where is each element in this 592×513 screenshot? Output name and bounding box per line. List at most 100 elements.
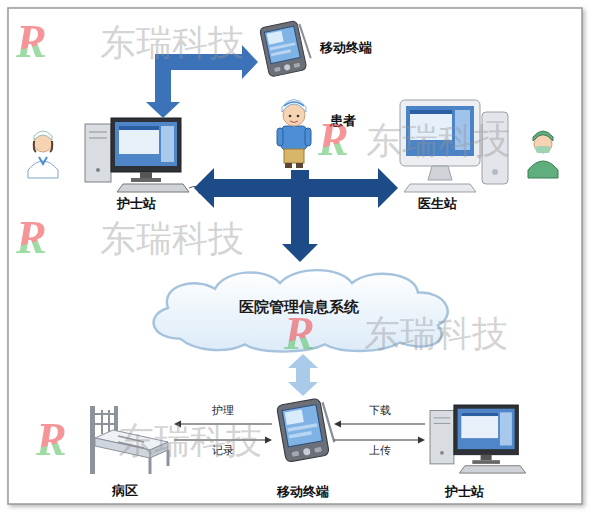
computer-icon-part bbox=[115, 122, 177, 166]
computer-icon-part bbox=[500, 412, 512, 445]
connector-line bbox=[163, 62, 243, 103]
bed-icon-part bbox=[90, 406, 95, 474]
edge-label: 记录 bbox=[212, 444, 234, 458]
mobile-terminal: 移动终端 bbox=[258, 22, 390, 74]
connector-line bbox=[174, 439, 266, 440]
computer-icon-part bbox=[434, 423, 451, 424]
computer-icon-part bbox=[472, 460, 500, 464]
watermark-logo: R bbox=[16, 214, 47, 262]
computer-icon-part bbox=[430, 411, 454, 464]
connector-line bbox=[334, 439, 419, 440]
arrow-head bbox=[174, 421, 181, 428]
pda-icon-part bbox=[287, 423, 317, 432]
computer-icon-part bbox=[111, 118, 181, 172]
arrow-head bbox=[334, 421, 341, 428]
connector-arrow bbox=[282, 170, 318, 262]
node-label: 移动终端 bbox=[320, 40, 372, 56]
patient-figure-part bbox=[290, 121, 298, 123]
pda-icon-part bbox=[314, 447, 322, 453]
computer-icon-part bbox=[481, 455, 492, 461]
pda-icon-part bbox=[271, 49, 291, 56]
arrow-head bbox=[194, 168, 214, 208]
bed-icon-part bbox=[150, 442, 168, 458]
doctor-station: 医生站 bbox=[398, 100, 508, 218]
watermark-text: 东瑞科技 bbox=[366, 120, 510, 162]
computer-icon-part bbox=[119, 126, 159, 130]
pda-icon-part bbox=[285, 409, 304, 424]
pda-icon-part bbox=[289, 431, 312, 438]
mac-computer-icon-part bbox=[410, 110, 452, 140]
mobile-terminal: 移动终端 bbox=[272, 396, 334, 500]
computer-icon-part bbox=[461, 412, 498, 438]
node-label: 护士站 bbox=[117, 196, 156, 212]
ward: 病区 bbox=[88, 402, 174, 500]
computer-icon-part bbox=[117, 184, 189, 192]
mac-computer-icon-part bbox=[486, 122, 504, 123]
patient-figure-part bbox=[296, 163, 303, 168]
computer-icon-part bbox=[461, 412, 498, 416]
pda-icon bbox=[276, 397, 336, 462]
patient-figure-part bbox=[289, 115, 292, 118]
mac-computer-icon bbox=[400, 100, 508, 192]
mac-computer-icon-part bbox=[482, 112, 508, 184]
nurse-figure-part bbox=[34, 131, 52, 140]
computer-icon-part bbox=[454, 405, 518, 455]
bed-icon-part bbox=[118, 436, 144, 448]
patient-figure-part bbox=[277, 128, 283, 146]
mac-computer-icon-part bbox=[492, 169, 498, 175]
cloud-system: 医院管理信息系统 bbox=[140, 262, 458, 354]
watermark-text: 东瑞科技 bbox=[100, 218, 244, 260]
nurse-figure-part bbox=[39, 157, 47, 164]
mac-computer-icon-part bbox=[406, 106, 474, 156]
node-label: 医生站 bbox=[418, 196, 457, 212]
connector-line bbox=[180, 423, 272, 424]
computer-icon-part bbox=[459, 466, 525, 473]
computer-icon bbox=[85, 118, 206, 194]
pda-icon-part bbox=[259, 20, 307, 77]
bed-icon-part bbox=[149, 458, 152, 474]
arrow-head bbox=[288, 354, 318, 368]
frame bbox=[8, 8, 582, 504]
connector-arrow bbox=[334, 421, 425, 428]
patient-figure-part bbox=[297, 115, 300, 118]
arrow-head bbox=[378, 168, 398, 208]
pda-icon-part bbox=[303, 448, 311, 456]
connector-arrow bbox=[334, 437, 425, 444]
patient-figure-part bbox=[284, 102, 304, 106]
pda-icon-part bbox=[264, 26, 300, 64]
computer-icon-part bbox=[434, 417, 451, 418]
pda-icon-part bbox=[276, 398, 329, 462]
computer-icon-part bbox=[119, 126, 159, 154]
computer-icon-part bbox=[85, 124, 111, 182]
computer-icon-part bbox=[131, 178, 161, 182]
pda-icon-part bbox=[267, 31, 284, 45]
pda-icon-part bbox=[294, 63, 301, 68]
mac-computer-icon-part bbox=[400, 100, 480, 166]
connector-arrow bbox=[288, 354, 318, 396]
doctor-figure-part bbox=[536, 146, 550, 153]
patient-figure-part bbox=[281, 126, 307, 150]
pda-icon-part bbox=[284, 64, 291, 71]
patient-figure-part bbox=[285, 163, 292, 168]
computer-icon-part bbox=[140, 172, 152, 178]
patient-figure-part bbox=[282, 100, 306, 113]
computer-icon-part bbox=[458, 409, 515, 449]
nurse-station: 护士站 bbox=[82, 118, 194, 218]
bed-icon-part bbox=[167, 450, 170, 466]
mac-computer-icon-part bbox=[404, 184, 476, 192]
arrow-head bbox=[146, 102, 180, 118]
node-label: 护士站 bbox=[445, 484, 484, 500]
computer-icon-part bbox=[89, 132, 107, 133]
mac-computer-icon-part bbox=[428, 166, 452, 180]
connector-arrow bbox=[174, 437, 272, 444]
mac-computer-icon-part bbox=[455, 110, 470, 150]
node-label: 患者 bbox=[330, 113, 356, 129]
connector-line bbox=[296, 367, 310, 383]
arrow-head bbox=[265, 437, 272, 444]
pda-icon-part bbox=[292, 451, 300, 457]
watermark-logo: R bbox=[16, 18, 47, 66]
mac-computer-icon-part bbox=[410, 110, 452, 114]
nurse-figure-part bbox=[34, 141, 36, 152]
connector-arrow bbox=[174, 421, 272, 428]
